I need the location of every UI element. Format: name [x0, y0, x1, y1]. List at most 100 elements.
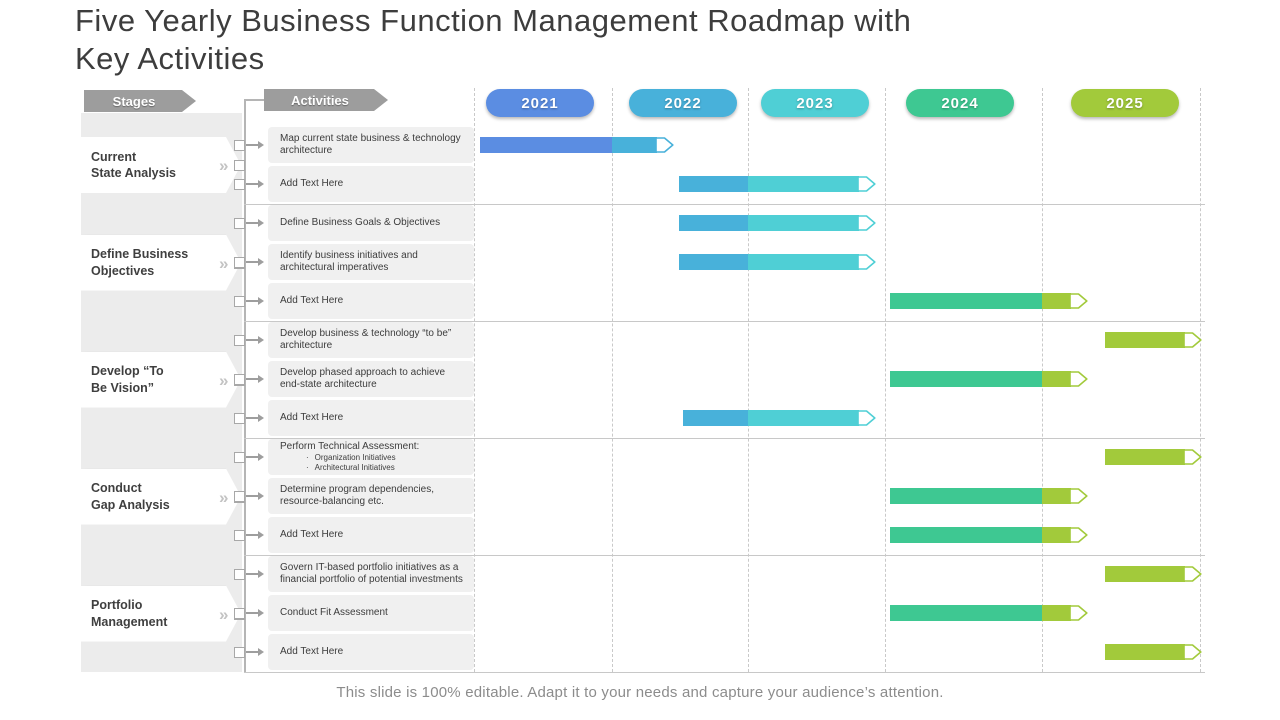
gantt-bar-segment — [748, 176, 859, 192]
stage-label-arrow: Develop “To Be Vision” — [81, 352, 241, 408]
stage-label-arrow: Define Business Objectives — [81, 235, 241, 291]
year-pill: 2023 — [761, 89, 869, 117]
gantt-bar-tip-icon — [1069, 605, 1088, 626]
activity-connector-arrowhead — [258, 336, 264, 344]
gantt-bar-segment — [679, 254, 748, 270]
activity-connector-arrowhead — [258, 297, 264, 305]
gantt-bar-segment — [612, 137, 657, 153]
year-gridline — [474, 88, 475, 672]
activity-bullet: ·Organization Initiatives — [306, 453, 464, 463]
connector-spine-line — [244, 99, 246, 672]
activity-text: Govern IT-based portfolio initiatives as… — [280, 562, 463, 585]
gantt-bar-segment — [679, 176, 748, 192]
activity-connector-arrowhead — [258, 648, 264, 656]
activity-connector-line — [246, 612, 258, 614]
stage-chevron-icon: » — [219, 370, 229, 390]
stage-label-arrow: Portfolio Management — [81, 586, 241, 642]
activity-connector-arrowhead — [258, 141, 264, 149]
activity-connector-arrowhead — [258, 570, 264, 578]
activity-bullet: ·Architectural Initiatives — [306, 463, 464, 473]
stage-separator-line — [244, 438, 1205, 439]
gantt-bar-segment — [1105, 566, 1185, 582]
gantt-bar-tip-icon — [857, 176, 876, 197]
gantt-bar-segment — [890, 293, 1042, 309]
activity-box: Add Text Here — [268, 283, 474, 319]
gantt-bar-tip-icon — [857, 215, 876, 236]
year-pill: 2024 — [906, 89, 1014, 117]
activity-box: Map current state business & technology … — [268, 127, 474, 163]
year-pill: 2021 — [486, 89, 594, 117]
activity-connector-line — [246, 300, 258, 302]
gantt-bar-segment — [683, 410, 748, 426]
gantt-bar-segment — [1042, 371, 1071, 387]
stage-separator-line — [244, 321, 1205, 322]
arrow-tip-svg — [1069, 371, 1088, 387]
gantt-bar-segment — [1042, 488, 1071, 504]
gantt-bar-segment — [480, 137, 612, 153]
year-gridline — [748, 88, 749, 672]
stage-label-arrow: Current State Analysis — [81, 137, 241, 193]
activity-text: Define Business Goals & Objectives — [280, 217, 441, 228]
gantt-bar-tip-icon — [1069, 371, 1088, 392]
activity-connector-node — [234, 530, 245, 541]
chart-bottom-line — [244, 672, 1205, 673]
gantt-bar-tip-icon — [1069, 293, 1088, 314]
activity-box: Govern IT-based portfolio initiatives as… — [268, 556, 474, 592]
activity-connector-line — [246, 534, 258, 536]
gantt-bar-tip-icon — [1183, 566, 1202, 587]
stage-separator-line — [244, 555, 1205, 556]
activity-connector-arrowhead — [258, 531, 264, 539]
activity-text: Add Text Here — [280, 529, 344, 540]
arrow-tip-svg — [857, 410, 876, 426]
activity-text: Develop phased approach to achieve end-s… — [280, 367, 446, 390]
activity-connector-arrowhead — [258, 453, 264, 461]
activity-connector-node — [234, 452, 245, 463]
activity-text: Develop business & technology “to be” ar… — [280, 328, 452, 351]
year-pill: 2022 — [629, 89, 737, 117]
gantt-bar-segment — [1042, 527, 1071, 543]
activity-connector-arrowhead — [258, 375, 264, 383]
arrow-tip-svg — [1183, 566, 1202, 582]
gantt-bar-segment — [1105, 644, 1185, 660]
activities-header: Activities — [264, 89, 388, 111]
activity-connector-node — [234, 218, 245, 229]
activity-connector-node — [234, 374, 245, 385]
gantt-bar-tip-icon — [857, 254, 876, 275]
activity-connector-arrowhead — [258, 180, 264, 188]
gantt-bar-segment — [748, 254, 859, 270]
gantt-bar-segment — [748, 410, 859, 426]
year-gridline — [612, 88, 613, 672]
arrow-tip-svg — [1069, 527, 1088, 543]
activity-connector-line — [246, 417, 258, 419]
activity-connector-line — [246, 144, 258, 146]
activity-connector-arrowhead — [258, 258, 264, 266]
activity-text: Determine program dependencies, resource… — [280, 484, 434, 507]
stage-chevron-icon: » — [219, 487, 229, 507]
gantt-bar-tip-icon — [1183, 644, 1202, 665]
stage-chevron-icon: » — [219, 604, 229, 624]
activity-text: Add Text Here — [280, 178, 344, 189]
gantt-bar-segment — [1042, 293, 1071, 309]
activity-connector-arrowhead — [258, 414, 264, 422]
stage-connector-node — [234, 160, 245, 171]
stage-chevron-icon: » — [219, 156, 229, 175]
bullet-dot-icon: · — [306, 453, 309, 462]
activity-connector-node — [234, 257, 245, 268]
year-pill: 2025 — [1071, 89, 1179, 117]
stages-header: Stages — [84, 90, 196, 112]
arrow-tip-svg — [1069, 605, 1088, 621]
activity-box: Perform Technical Assessment:·Organizati… — [268, 439, 474, 475]
activity-connector-arrowhead — [258, 609, 264, 617]
gantt-bar-segment — [1105, 449, 1185, 465]
activity-box: Identify business initiatives and archit… — [268, 244, 474, 280]
activity-box: Determine program dependencies, resource… — [268, 478, 474, 514]
year-gridline — [1200, 88, 1201, 672]
activity-connector-node — [234, 491, 245, 502]
activity-text: Add Text Here — [280, 412, 344, 423]
activity-connector-node — [234, 569, 245, 580]
gantt-bar-segment — [890, 371, 1042, 387]
activity-connector-line — [246, 339, 258, 341]
gantt-bar-segment — [890, 527, 1042, 543]
arrow-tip-svg — [857, 215, 876, 231]
